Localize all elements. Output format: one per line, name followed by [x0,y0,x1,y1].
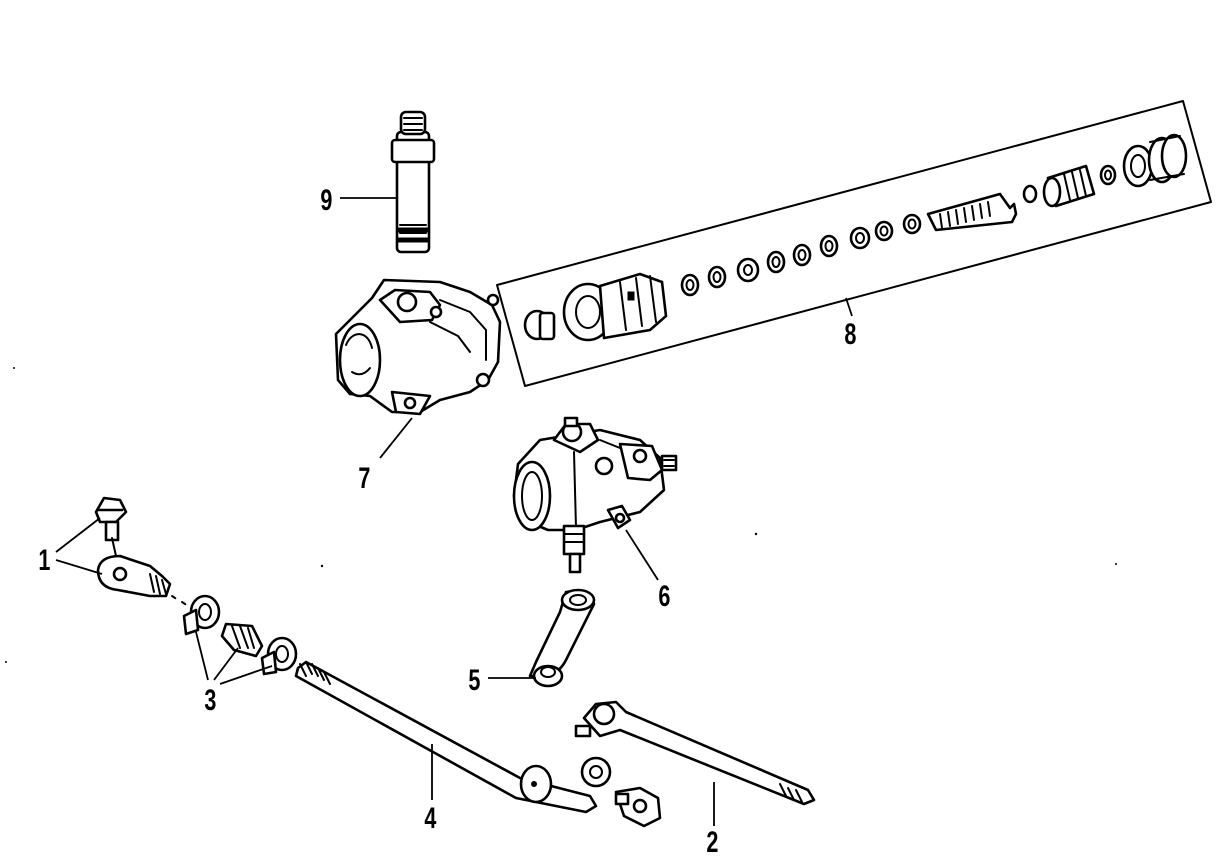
part-1-tie-rod-end[interactable] [94,496,172,598]
part-7-gear-housing[interactable] [334,278,502,416]
callout-8: 8 [844,316,856,350]
callout-3: 3 [204,682,216,716]
callout-6: 6 [658,578,670,612]
part-4-center-link[interactable] [294,660,662,828]
callout-2: 2 [706,824,718,858]
leader-3a [195,631,209,681]
leader-8 [845,297,853,317]
part-9-steering-shaft[interactable] [390,110,436,254]
seal-kit-rings [680,213,922,297]
leader-6 [625,529,659,581]
seal-kit-bearing [1122,133,1188,188]
leader-3c [219,665,273,685]
part-8-seal-kit[interactable] [496,100,1212,387]
leader-1a [55,517,101,553]
part-5-pitman-arm[interactable] [528,588,596,688]
callout-9: 9 [320,182,332,216]
part-6-steering-gear[interactable] [512,416,678,574]
callout-5: 5 [468,662,480,696]
leader-3b [213,647,239,681]
callout-labels: 9 8 7 6 5 1 3 4 2 [38,182,856,858]
part-2-tie-rod[interactable] [574,700,816,806]
part-3-adjusting-sleeve[interactable] [171,594,298,676]
scan-specks [5,367,1117,663]
leader-7 [379,417,413,459]
callout-1: 1 [38,542,50,576]
callout-7: 7 [358,460,370,494]
callout-4: 4 [424,800,436,834]
seal-kit-valve [1042,164,1117,208]
leader-lines [55,197,853,826]
seal-kit-worm-shaft [926,184,1038,232]
seal-kit-plug [523,309,556,341]
seal-kit-piston [562,272,668,342]
leader-1b [55,559,103,575]
